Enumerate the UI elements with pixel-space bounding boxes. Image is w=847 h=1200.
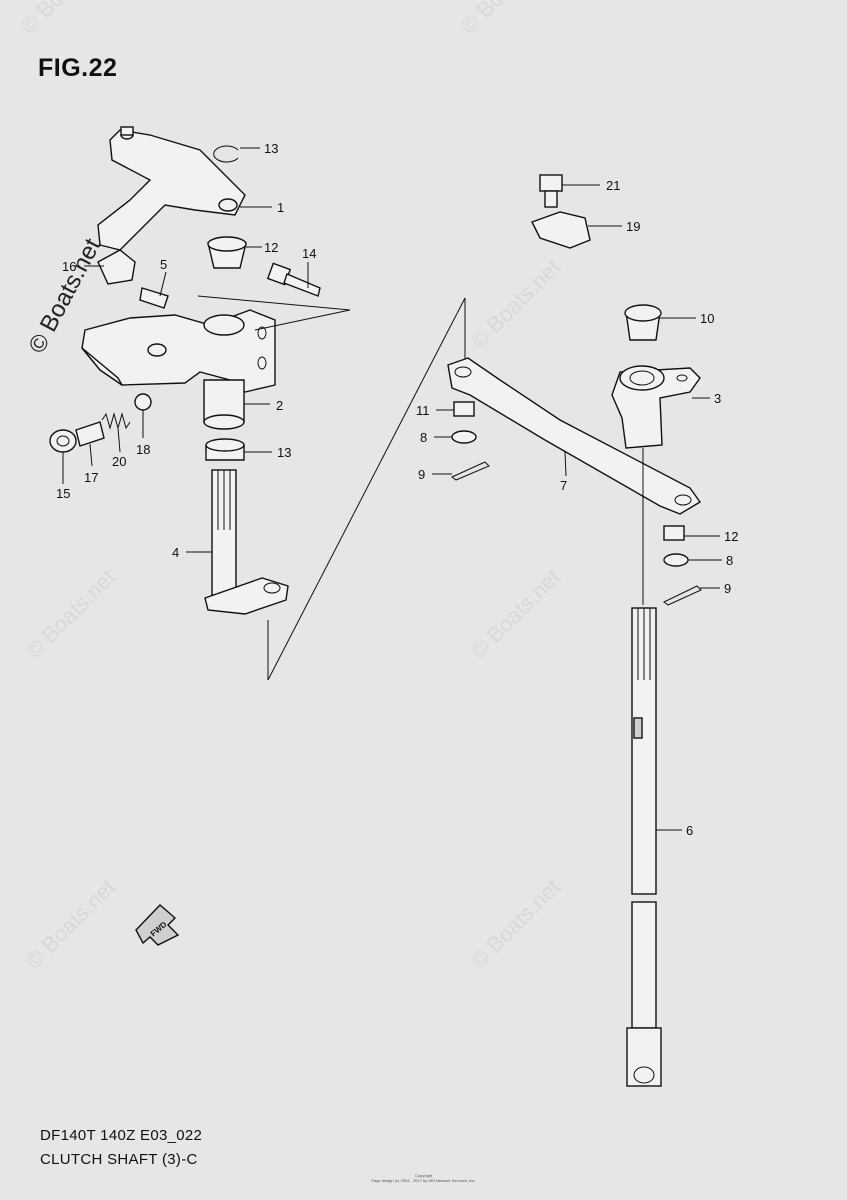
fwd-arrow: FWD: [135, 904, 180, 946]
bracket-boss: [147, 343, 167, 357]
bolt-small: [539, 174, 563, 192]
link-rod: [447, 357, 702, 515]
callout-4: 4: [172, 545, 179, 560]
callout-16: 16: [62, 259, 76, 274]
bushing-small: [663, 525, 685, 541]
clutch-shaft-lower: [631, 901, 657, 1029]
bushing-top: [207, 236, 247, 252]
assembly-guide: [267, 297, 466, 681]
watermark: © Boats.net: [21, 564, 120, 663]
spring: [101, 412, 131, 430]
bracket-hole: [257, 326, 267, 340]
lower-bushing-top: [205, 438, 245, 452]
watermarks: © Boats.net © Boats.net © Boats.net © Bo…: [16, 0, 565, 974]
lever-pin-body: [120, 126, 134, 136]
callout-14: 14: [302, 246, 316, 261]
clamp: [531, 211, 591, 249]
section-name: CLUTCH SHAFT (3)-C: [40, 1151, 198, 1168]
callout-1: 1: [277, 200, 284, 215]
callout-17: 17: [84, 470, 98, 485]
e-ring: [213, 145, 239, 163]
callout-11: 11: [416, 403, 430, 418]
plug: [49, 429, 77, 453]
model-code: DF140T 140Z E03_022: [40, 1127, 203, 1144]
shaft-arm-hole: [263, 582, 281, 594]
cap-nut-top: [624, 304, 662, 322]
bushing-small: [453, 401, 475, 417]
bracket-hook: [81, 347, 123, 386]
copyright-line: Page design (c) 2004 - 2017 by ARI Netwo…: [371, 1178, 476, 1183]
washer: [663, 553, 689, 567]
shaft-arm: [204, 577, 289, 615]
callout-12: 12: [724, 529, 738, 544]
callout-10: 10: [700, 311, 714, 326]
callout-13: 13: [264, 141, 278, 156]
clutch-shaft: [631, 607, 657, 895]
watermark: © Boats.net: [466, 874, 565, 973]
lever-plate: [97, 129, 246, 251]
shaft-housing-bottom: [203, 414, 245, 430]
bracket-hole: [257, 356, 267, 370]
callout-15: 15: [56, 486, 70, 501]
left-assembly: [49, 126, 466, 681]
washer: [451, 430, 477, 444]
callout-21: 21: [606, 178, 620, 193]
watermark: © Boats.net: [21, 874, 120, 973]
callout-6: 6: [686, 823, 693, 838]
callout-5: 5: [160, 257, 167, 272]
watermark: © Boats.net: [16, 0, 115, 39]
assembly-guide: [197, 295, 351, 331]
cotter-pin: [663, 585, 702, 606]
callouts: 13 1 12 14 16 5 2 13 4 15 17 20 18 21 19…: [56, 141, 738, 838]
spring-clip: [97, 249, 136, 285]
callout-9: 9: [724, 581, 731, 596]
ball: [134, 393, 152, 411]
callout-8: 8: [420, 430, 427, 445]
watermark: © Boats.net: [466, 254, 565, 353]
bracket: [81, 309, 276, 393]
right-assembly: [447, 174, 702, 1087]
lever-hole: [218, 198, 238, 212]
callout-19: 19: [626, 219, 640, 234]
callout-3: 3: [714, 391, 721, 406]
callout-7: 7: [560, 478, 567, 493]
bolt: [266, 262, 321, 297]
arm-boss: [619, 365, 665, 391]
callout-2: 2: [276, 398, 283, 413]
watermark: © Boats.net: [456, 0, 555, 39]
callout-18: 18: [136, 442, 150, 457]
bore-top: [203, 314, 245, 336]
callout-8: 8: [726, 553, 733, 568]
callout-20: 20: [112, 454, 126, 469]
callout-9: 9: [418, 467, 425, 482]
watermark: © Boats.net: [466, 564, 565, 663]
callout-12: 12: [264, 240, 278, 255]
cap: [75, 421, 105, 447]
figure-title: FIG.22: [38, 54, 118, 82]
grease-fitting: [139, 287, 169, 309]
copyright-line: Copyright: [414, 1173, 433, 1178]
callout-13: 13: [277, 445, 291, 460]
clutch-shaft-end: [626, 1027, 662, 1087]
cotter-pin: [451, 461, 490, 481]
